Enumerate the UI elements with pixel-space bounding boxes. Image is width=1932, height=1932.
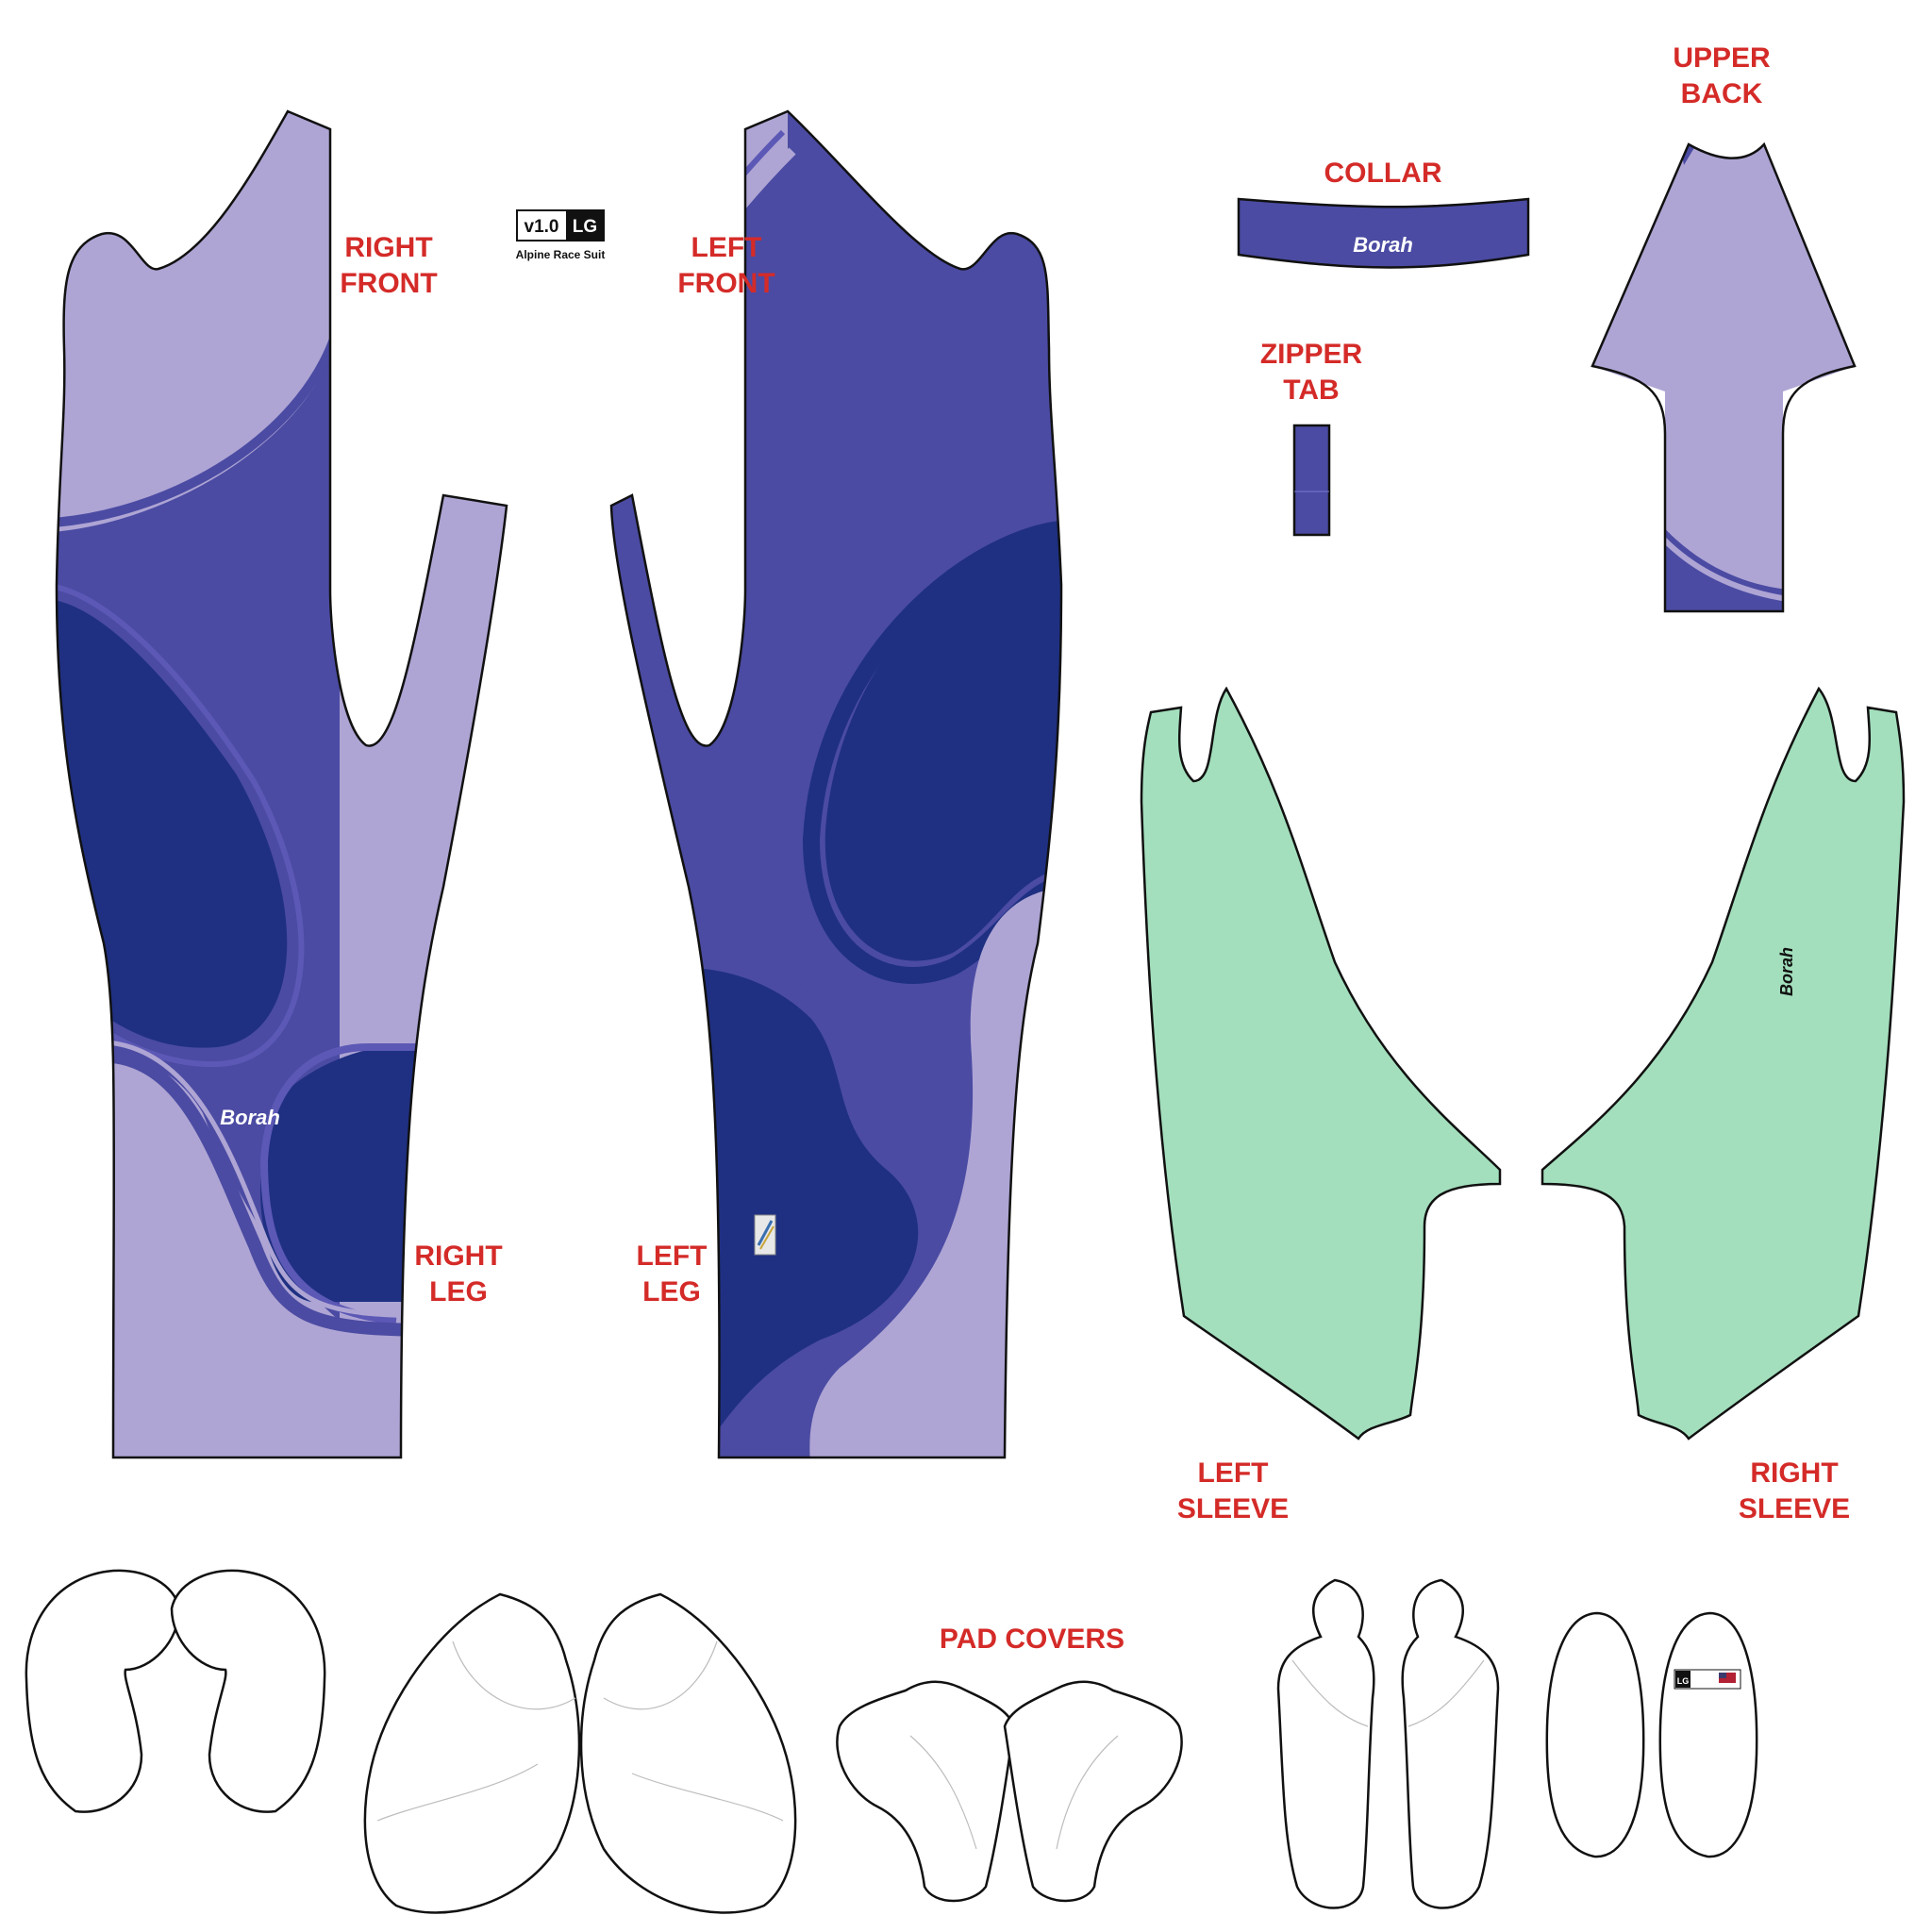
brand-logo: Borah (220, 1106, 280, 1129)
label-upper-back-line1: UPPER (1673, 42, 1771, 74)
label-left-sleeve-line1: LEFT (1198, 1457, 1269, 1489)
pad-size-code: LG (1677, 1676, 1690, 1686)
pad-covers-group: LG (25, 1569, 1758, 1914)
label-right-leg-line2: LEG (429, 1276, 488, 1307)
certification-badge (754, 1214, 776, 1256)
left-sleeve-piece (1140, 686, 1502, 1441)
sleeve-logo: Borah (1777, 947, 1796, 996)
label-right-leg-line1: RIGHT (414, 1241, 502, 1272)
upper-back-piece (1591, 142, 1857, 613)
label-right-front-line2: FRONT (340, 268, 437, 299)
label-right-sleeve-line1: RIGHT (1750, 1457, 1838, 1489)
label-right-front-line1: RIGHT (344, 232, 432, 263)
collar-piece: Borah (1237, 197, 1530, 269)
label-zipper-tab-line2: TAB (1283, 375, 1339, 406)
label-left-leg-line1: LEFT (637, 1241, 708, 1272)
label-left-front-line1: LEFT (691, 232, 762, 263)
label-left-front-line2: FRONT (677, 268, 774, 299)
label-left-sleeve-line2: SLEEVE (1177, 1493, 1289, 1524)
version-tag: v1.0 LG Alpine Race Suit (516, 209, 606, 261)
label-left-leg-line2: LEG (642, 1276, 701, 1307)
label-upper-back-line2: BACK (1681, 78, 1763, 109)
pad-size-tag: LG (1674, 1669, 1741, 1690)
label-zipper-tab-line1: ZIPPER (1260, 339, 1363, 370)
right-sleeve-piece: Borah (1541, 686, 1906, 1441)
piece-labels: RIGHT FRONT LEFT FRONT RIGHT LEG LEFT LE… (340, 42, 1850, 1655)
version-number: v1.0 (525, 217, 559, 237)
label-right-sleeve-line2: SLEEVE (1739, 1493, 1850, 1524)
zipper-tab-piece (1292, 424, 1331, 537)
label-pad-covers: PAD COVERS (940, 1624, 1124, 1655)
product-name: Alpine Race Suit (516, 248, 606, 261)
label-collar: COLLAR (1324, 158, 1442, 189)
size-code: LG (573, 217, 597, 237)
collar-logo: Borah (1353, 233, 1413, 257)
